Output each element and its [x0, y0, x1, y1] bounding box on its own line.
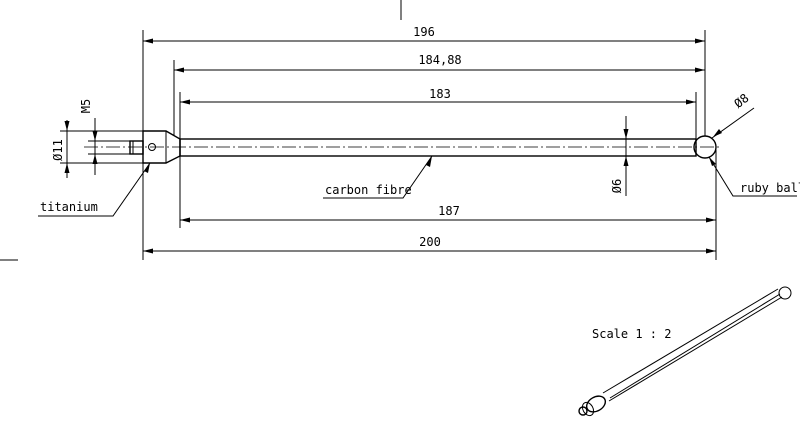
- leader-titanium: titanium: [38, 162, 151, 217]
- iso-ruby-ball: [778, 286, 792, 300]
- dim-200: 200: [142, 163, 717, 260]
- dim-m5-label: M5: [79, 99, 93, 113]
- dim-d11: Ø11: [51, 120, 143, 178]
- dim-184-88: 184,88: [173, 53, 705, 136]
- dim-183-label: 183: [429, 87, 451, 101]
- iso-shank-face: [581, 401, 595, 417]
- dim-187-label: 187: [438, 204, 460, 218]
- label-carbon-fibre: carbon fibre: [325, 183, 412, 197]
- dim-200-label: 200: [419, 235, 441, 249]
- scale-label: Scale 1 : 2: [592, 327, 671, 341]
- dim-196: 196: [142, 25, 706, 136]
- thread-m5: [129, 140, 144, 155]
- dim-d6: Ø6: [610, 116, 629, 196]
- dim-d11-label: Ø11: [51, 139, 65, 161]
- dim-d6-label: Ø6: [610, 179, 624, 193]
- leader-ruby-ball: ruby ball: [708, 156, 800, 197]
- iso-thread: [578, 406, 588, 416]
- dim-d8: Ø8: [711, 91, 755, 139]
- dim-183: 183: [179, 87, 697, 139]
- leader-carbon-fibre: carbon fibre: [323, 155, 433, 199]
- dim-184-88-label: 184,88: [418, 53, 461, 67]
- label-titanium: titanium: [40, 200, 98, 214]
- label-ruby-ball: ruby ball: [740, 181, 800, 195]
- dim-d8-label: Ø8: [732, 91, 752, 111]
- carbon-fibre-shaft: [179, 138, 697, 157]
- isometric-view: [578, 286, 792, 417]
- dim-187: 187: [179, 150, 717, 228]
- dim-196-label: 196: [413, 25, 435, 39]
- iso-shank: [585, 395, 607, 413]
- dim-m5: M5: [79, 99, 130, 175]
